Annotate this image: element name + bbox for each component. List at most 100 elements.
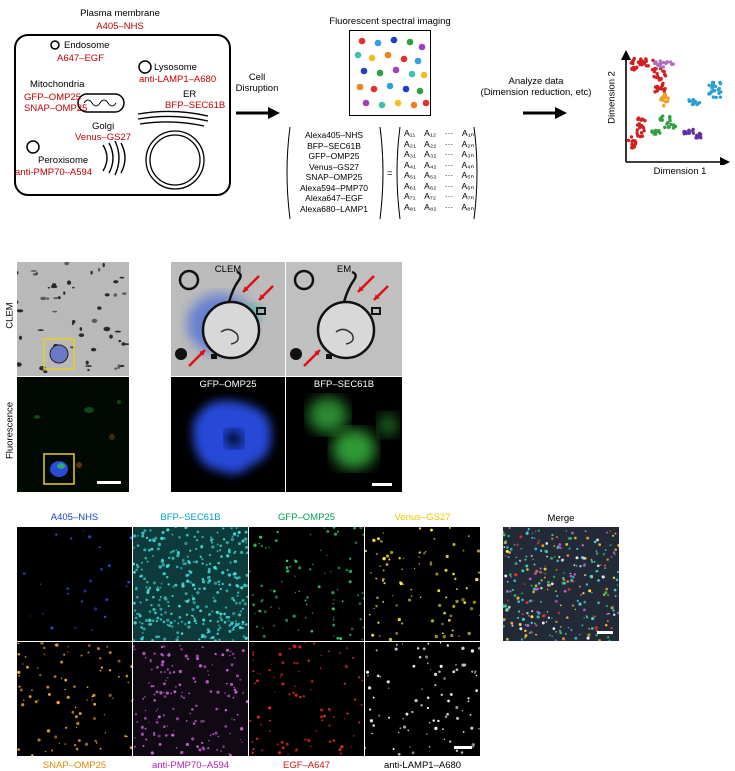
merge-spot xyxy=(528,615,530,617)
probe-item: Alexa647–EGF xyxy=(305,193,363,203)
signal-spot xyxy=(76,721,80,726)
signal-spot xyxy=(368,708,372,711)
signal-spot xyxy=(238,613,242,617)
signal-spot xyxy=(217,628,220,632)
red-arrowhead xyxy=(314,350,320,356)
signal-spot xyxy=(170,612,173,615)
signal-spot xyxy=(207,567,211,571)
matrix-cell: A₂ₙ xyxy=(461,138,474,149)
signal-spot xyxy=(159,670,163,674)
signal-spot xyxy=(152,595,155,599)
merge-spot xyxy=(582,592,585,595)
merge-spot xyxy=(598,639,602,641)
signal-spot xyxy=(238,542,242,546)
signal-spot xyxy=(42,612,45,615)
signal-spot xyxy=(235,674,239,678)
signal-spot xyxy=(329,710,332,712)
signal-spot xyxy=(308,568,312,571)
merge-spot xyxy=(610,626,613,630)
merge-spot xyxy=(553,545,556,547)
signal-spot xyxy=(156,708,159,710)
merge-spot xyxy=(606,531,609,534)
signal-spot xyxy=(148,586,152,590)
signal-spot xyxy=(205,563,208,566)
golgi-icon xyxy=(102,140,126,176)
probe-item: GFP–OMP25 xyxy=(308,151,360,161)
channel-label: anti-PMP70–A594 xyxy=(151,760,230,771)
signal-spot xyxy=(157,715,161,719)
matrix-cell: A₈₂ xyxy=(424,201,437,212)
merge-spot xyxy=(571,531,574,535)
matrix-cell: A₂₂ xyxy=(424,138,437,149)
signal-spot xyxy=(157,603,161,607)
signal-spot xyxy=(241,623,244,626)
cluster-point xyxy=(714,95,718,100)
signal-spot xyxy=(198,638,201,641)
signal-spot xyxy=(446,712,449,716)
signal-spot xyxy=(207,570,211,574)
signal-spot xyxy=(234,620,238,623)
spectral-dot xyxy=(376,69,384,77)
signal-spot xyxy=(192,601,196,605)
cluster-point xyxy=(662,104,666,108)
signal-spot xyxy=(151,638,155,641)
signal-spot xyxy=(66,695,70,699)
channel-label: GFP–OMP25 xyxy=(277,512,336,523)
signal-spot xyxy=(426,706,430,710)
signal-spot xyxy=(211,545,215,549)
signal-spot xyxy=(201,633,205,637)
merge-spot xyxy=(559,626,562,628)
channel-label: anti-LAMP1–A680 xyxy=(383,760,462,771)
signal-spot xyxy=(188,561,191,565)
signal-spot xyxy=(224,606,228,609)
signal-spot xyxy=(241,620,245,624)
merge-spot xyxy=(613,613,616,616)
signal-spot xyxy=(467,631,471,636)
signal-spot xyxy=(304,642,307,644)
spectral-image xyxy=(349,30,431,116)
signal-spot xyxy=(145,586,148,589)
signal-spot xyxy=(426,696,430,699)
signal-spot xyxy=(220,555,223,558)
signal-spot xyxy=(328,708,331,711)
spectral-dot xyxy=(410,101,418,109)
signal-spot xyxy=(201,535,204,539)
signal-spot xyxy=(224,724,228,728)
signal-spot xyxy=(169,551,173,554)
signal-spot xyxy=(418,655,422,659)
signal-spot xyxy=(175,565,179,569)
spectral-dot xyxy=(392,66,400,74)
signal-spot xyxy=(321,719,323,722)
signal-spot xyxy=(87,651,90,654)
signal-spot xyxy=(219,549,222,552)
signal-spot xyxy=(203,587,206,590)
channel-label: Venus–GS27 xyxy=(394,512,451,523)
signal-spot xyxy=(19,688,24,692)
signal-spot xyxy=(21,703,25,707)
signal-spot xyxy=(165,691,169,695)
spectral-dot xyxy=(390,36,398,44)
signal-spot xyxy=(371,633,375,637)
signal-spot xyxy=(99,669,102,672)
merge-spot xyxy=(518,610,521,613)
signal-spot xyxy=(88,535,92,539)
signal-spot xyxy=(242,635,245,638)
signal-spot xyxy=(452,670,456,674)
signal-spot xyxy=(171,595,174,598)
signal-spot xyxy=(409,746,411,748)
signal-spot xyxy=(186,599,190,603)
merge-spot xyxy=(569,572,572,575)
particle xyxy=(87,368,90,372)
signal-spot xyxy=(43,646,46,650)
signal-spot xyxy=(127,681,130,684)
signal-spot xyxy=(140,561,143,564)
merge-spot xyxy=(583,574,586,576)
particle xyxy=(119,276,125,279)
signal-spot xyxy=(475,577,479,582)
signal-spot xyxy=(82,530,85,532)
signal-spot xyxy=(65,726,68,729)
signal-spot xyxy=(449,693,453,696)
signal-spot xyxy=(146,560,149,563)
em-zoom-label: EM xyxy=(336,264,352,275)
merge-spot xyxy=(521,598,524,602)
